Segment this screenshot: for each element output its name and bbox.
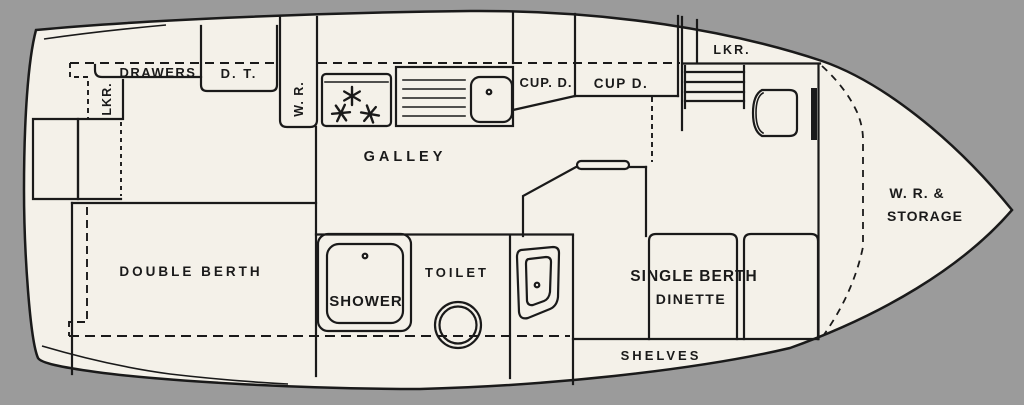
dinette-seat-forward — [742, 232, 820, 341]
helm-seat — [751, 88, 799, 138]
toilet-bowl-inner — [438, 305, 478, 345]
shower-tray-inner — [325, 242, 405, 325]
label-cupboard-1: CUP. D. — [520, 75, 573, 90]
label-wardrobe: W. R. — [292, 81, 306, 117]
galley-fittings — [314, 11, 699, 378]
dinette-fittings — [521, 159, 820, 341]
wash-basin-inner — [524, 255, 553, 307]
drawers-front-line — [93, 63, 203, 79]
label-dinette: DINETTE — [656, 291, 726, 307]
washroom-fittings — [314, 232, 575, 386]
label-locker-forward: LKR. — [713, 43, 750, 57]
stern-locker-box-b — [76, 117, 123, 201]
label-shower: SHOWER — [329, 293, 403, 310]
label-double-berth: DOUBLE BERTH — [119, 264, 262, 279]
label-toilet: TOILET — [425, 265, 489, 280]
doorway-bar — [811, 88, 817, 140]
shower-tray — [316, 232, 413, 333]
label-galley: GALLEY — [364, 149, 447, 165]
deck-edge-accent-bottom — [41, 345, 289, 385]
aft-locker-dashed-outline — [69, 63, 89, 118]
shower-drain-icon — [361, 252, 369, 260]
wash-basin — [515, 245, 561, 320]
wardrobe-cabinet — [278, 15, 319, 129]
helm-seat-back-curve — [755, 91, 765, 135]
partition-step — [575, 159, 631, 171]
label-single-berth: SINGLE BERTH — [630, 268, 757, 285]
aft-cabin-walls — [31, 15, 319, 376]
label-drawers: DRAWERS — [120, 65, 197, 80]
sink-drain-icon — [485, 88, 493, 96]
cupboard1-bottom-diagonal — [511, 94, 577, 112]
label-dressing-table: D. T. — [221, 66, 258, 81]
dressing-table-cabinet — [199, 24, 279, 93]
sink-basin — [469, 75, 514, 124]
drainer-ridges — [402, 79, 466, 117]
label-locker-aft: LKR. — [100, 82, 114, 115]
companionway-steps-icon — [683, 64, 746, 110]
deck-edge-accent-top — [43, 24, 167, 40]
basin-drain-icon — [533, 281, 541, 289]
dinette-seat-aft — [647, 232, 739, 341]
label-bow-storage-line1: W. R. & — [889, 185, 944, 201]
hull-outline — [22, 9, 1014, 391]
stove — [320, 72, 393, 128]
toilet-bowl — [433, 300, 483, 350]
label-shelves: SHELVES — [621, 348, 702, 363]
dashed-lines — [68, 62, 864, 337]
label-cupboard-2: CUP D. — [594, 76, 649, 91]
bow-compartment-dashed-boundary — [821, 65, 864, 337]
double-berth-dashed-edge — [68, 207, 88, 336]
label-bow-storage-line2: STORAGE — [887, 208, 963, 224]
